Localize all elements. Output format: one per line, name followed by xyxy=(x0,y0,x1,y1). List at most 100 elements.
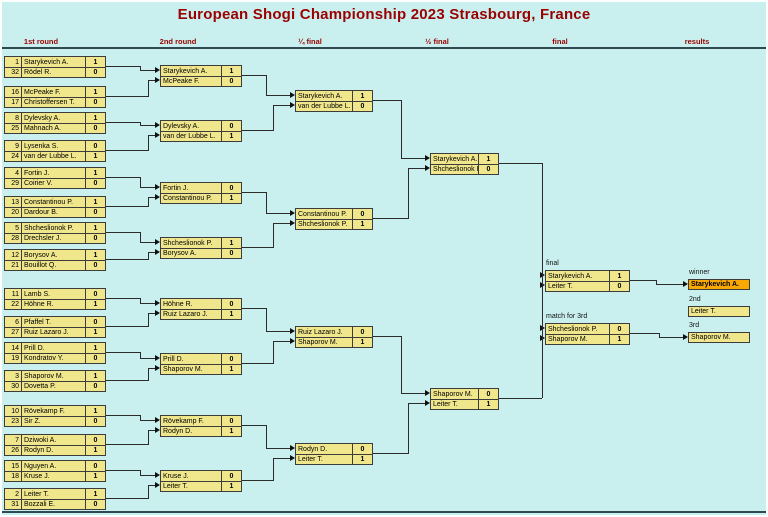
arrow-icon xyxy=(155,77,160,83)
score-cell: 0 xyxy=(85,461,105,471)
connector-line xyxy=(140,298,141,304)
player-name: Dovetta P. xyxy=(24,383,56,390)
connector-line xyxy=(106,96,148,97)
connector-line xyxy=(148,430,149,445)
connector-line xyxy=(140,358,155,359)
score-cell: 0 xyxy=(221,77,241,86)
connector-line xyxy=(542,163,543,398)
score-cell: 1 xyxy=(85,197,105,207)
player-row: Starykevich A.1 xyxy=(161,66,241,76)
connector-line xyxy=(106,326,148,327)
player-name: Kondratov Y. xyxy=(24,355,64,362)
connector-line xyxy=(148,252,155,253)
match-for-3rd-label: match for 3rd xyxy=(546,313,588,320)
player-name: Prill D. xyxy=(163,355,184,363)
connector-line xyxy=(140,415,141,421)
score-cell: 0 xyxy=(352,327,372,337)
connector-line xyxy=(106,206,148,207)
player-row: Rövekamp F.0 xyxy=(161,416,241,426)
score-cell: 1 xyxy=(221,194,241,203)
third-label: 3rd xyxy=(689,322,700,329)
player-name: Dziwoki A. xyxy=(24,436,57,444)
arrow-icon xyxy=(290,455,295,461)
player-row: Prill D.0 xyxy=(161,354,241,364)
connector-line xyxy=(140,66,141,71)
player-name: Pfaffel T. xyxy=(24,318,51,326)
seed-cell: 10 xyxy=(5,406,22,416)
connector-line xyxy=(266,448,290,449)
score-cell: 0 xyxy=(478,165,498,174)
connector-line xyxy=(148,197,155,198)
seed-cell: 1 xyxy=(5,57,22,67)
connector-line xyxy=(148,368,149,381)
arrow-icon xyxy=(155,132,160,138)
connector-line xyxy=(659,333,660,338)
seed-cell: 14 xyxy=(5,343,22,353)
player-name: van der Lubbe L. xyxy=(24,153,77,160)
score-cell: 0 xyxy=(85,317,105,327)
player-name: Shcheslionok P. xyxy=(433,166,478,173)
score-cell: 0 xyxy=(221,121,241,131)
seed-cell: 27 xyxy=(5,328,22,337)
player-name: Leiter T. xyxy=(433,401,458,408)
connector-line xyxy=(659,337,683,338)
player-name: Bouillot Q. xyxy=(24,262,57,269)
player-name: Kruse J. xyxy=(163,472,189,480)
player-name: Dylevsky A. xyxy=(24,114,61,122)
score-cell: 1 xyxy=(85,343,105,353)
player-row: Shaporov M.1 xyxy=(161,364,241,374)
player-row: Constantinou P.0 xyxy=(296,209,372,219)
player-name: Shaporov M. xyxy=(298,339,338,346)
connector-line xyxy=(106,177,140,178)
player-name: Ruiz Lazaro J. xyxy=(24,329,69,336)
player-name: Mahnach A. xyxy=(24,125,61,132)
score-cell: 0 xyxy=(85,261,105,270)
column-header-final: final xyxy=(552,37,568,46)
player-name: Höhne R. xyxy=(163,300,193,308)
connector-line xyxy=(401,100,402,159)
score-cell: 0 xyxy=(85,289,105,299)
arrow-icon xyxy=(425,165,430,171)
connector-line xyxy=(148,197,149,207)
player-row: McPeake F. 0 xyxy=(161,76,241,86)
connector-line xyxy=(630,280,656,281)
connector-line xyxy=(242,75,266,76)
player-name: Leiter T. xyxy=(24,490,49,498)
player-name: McPeake F. xyxy=(163,78,200,85)
arrow-icon xyxy=(155,365,160,371)
player-name: Bozzali E. xyxy=(24,501,56,508)
connector-line xyxy=(148,135,155,136)
arrow-icon xyxy=(683,334,688,340)
column-header-quarter-final: ¼ final xyxy=(298,37,322,46)
connector-line xyxy=(106,298,140,299)
connector-line xyxy=(273,341,290,342)
score-cell: 1 xyxy=(85,113,105,123)
connector-line xyxy=(373,100,401,101)
player-row: Kruse J.0 xyxy=(161,471,241,481)
seed-cell: 30 xyxy=(5,382,22,391)
connector-line xyxy=(140,70,155,71)
seed-cell: 26 xyxy=(5,446,22,455)
arrow-icon xyxy=(290,220,295,226)
seed-cell: 15 xyxy=(5,461,22,471)
score-cell: 1 xyxy=(352,455,372,464)
connector-line xyxy=(148,313,149,327)
score-cell: 0 xyxy=(85,179,105,188)
arrow-icon xyxy=(155,417,160,423)
